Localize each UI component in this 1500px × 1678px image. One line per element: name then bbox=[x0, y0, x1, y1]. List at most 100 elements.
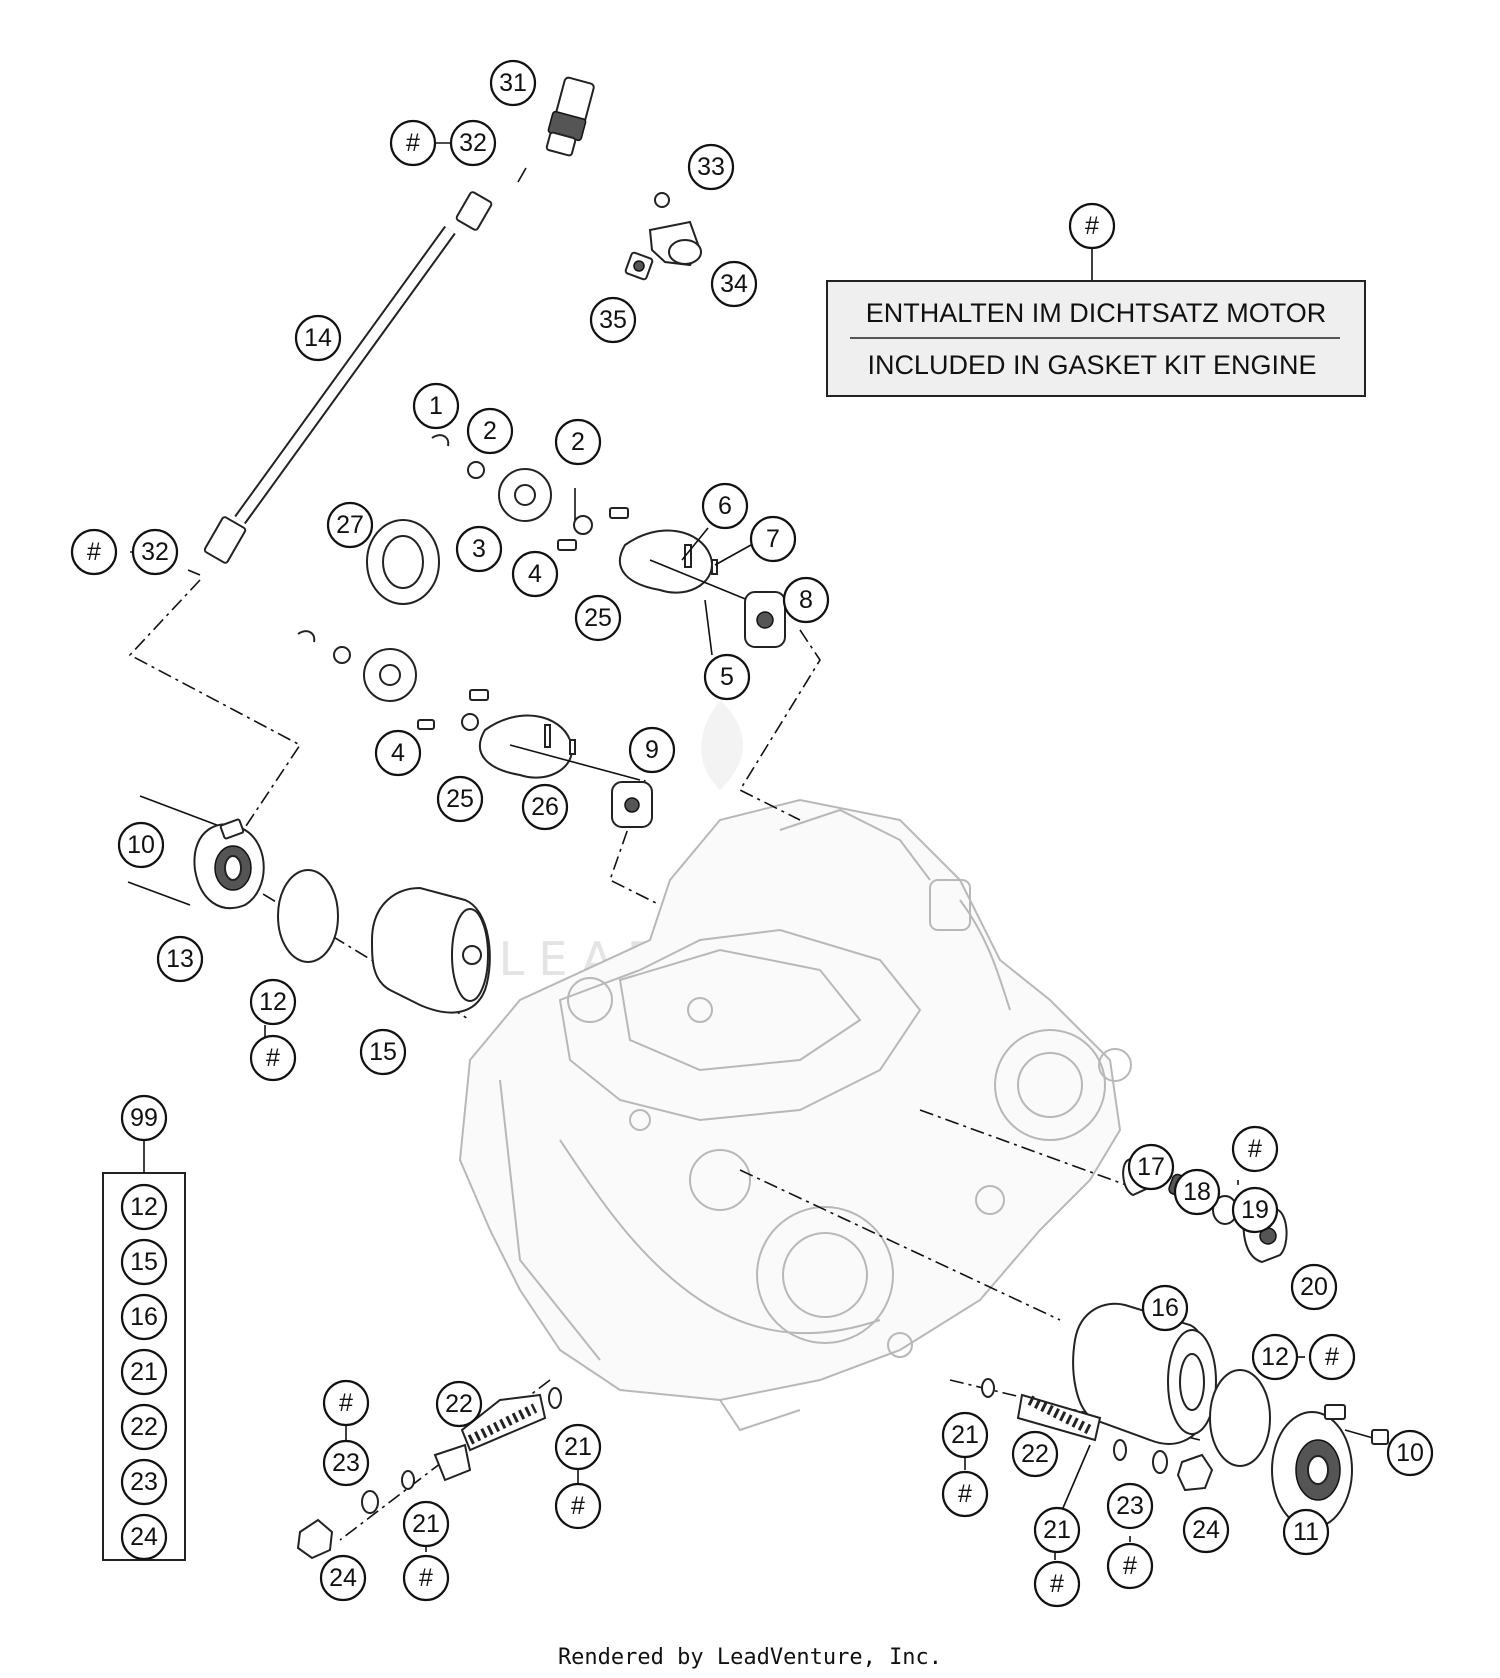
callout: 12 bbox=[249, 978, 297, 1026]
kit-item-label: 22 bbox=[130, 1413, 158, 1441]
callout-label: 3 bbox=[472, 535, 486, 563]
kit-header-callout: 99 bbox=[120, 1094, 168, 1142]
callout: 21 bbox=[554, 1423, 602, 1471]
callout-label: 1 bbox=[429, 392, 443, 420]
callout-label: # bbox=[406, 129, 420, 157]
callout-label: 25 bbox=[584, 604, 612, 632]
upper-pump-gear bbox=[498, 468, 552, 522]
screw-10-right bbox=[1344, 1429, 1389, 1445]
callout-label: 23 bbox=[1116, 1492, 1144, 1520]
kit-item-label: 15 bbox=[130, 1248, 158, 1276]
callout: # bbox=[389, 119, 437, 167]
callout-label: 8 bbox=[799, 586, 813, 614]
callout-label: 2 bbox=[571, 428, 585, 456]
callout: 20 bbox=[1290, 1263, 1338, 1311]
kit-item: 22 bbox=[120, 1403, 168, 1451]
callout-label: 7 bbox=[766, 525, 780, 553]
callout-label: 21 bbox=[412, 1510, 440, 1538]
callout: 13 bbox=[156, 935, 204, 983]
callout-label: 24 bbox=[1192, 1516, 1220, 1544]
callout: 21 bbox=[402, 1500, 450, 1548]
callout-label: 20 bbox=[1300, 1273, 1328, 1301]
callout: 25 bbox=[574, 594, 622, 642]
callout-label: 32 bbox=[141, 538, 169, 566]
kit-item-label: 16 bbox=[130, 1303, 158, 1331]
callout-label: 12 bbox=[259, 988, 287, 1016]
callout: 6 bbox=[701, 482, 749, 530]
upper-oil-pump-group bbox=[431, 434, 786, 648]
callout-label: 22 bbox=[445, 1390, 473, 1418]
callout: 2 bbox=[554, 418, 602, 466]
callout: 1 bbox=[412, 382, 460, 430]
callout: 27 bbox=[326, 501, 374, 549]
kit-list: 99 12 15 16 21 22 23 24 bbox=[102, 1094, 186, 1561]
callout: 34 bbox=[710, 260, 758, 308]
callout: # bbox=[1308, 1333, 1356, 1381]
callout: 23 bbox=[1106, 1482, 1154, 1530]
callout-label: 21 bbox=[564, 1433, 592, 1461]
callout: 31 bbox=[489, 59, 537, 107]
callout: # bbox=[249, 1034, 297, 1082]
callout-label: 17 bbox=[1137, 1153, 1165, 1181]
oil-filter-16 bbox=[1072, 1302, 1217, 1445]
callout: 7 bbox=[749, 515, 797, 563]
callout-label: 22 bbox=[1021, 1440, 1049, 1468]
callout: 23 bbox=[322, 1439, 370, 1487]
callout-label: 14 bbox=[304, 324, 332, 352]
callout-label: 27 bbox=[336, 511, 364, 539]
callout: # bbox=[941, 1470, 989, 1518]
note-line-german: ENTHALTEN IM DICHTSATZ MOTOR bbox=[866, 298, 1327, 328]
callout-label: 32 bbox=[459, 129, 487, 157]
callout-label: 21 bbox=[1043, 1516, 1071, 1544]
callout: # bbox=[554, 1482, 602, 1530]
oil-filter-cover-left bbox=[127, 795, 265, 910]
callout: 4 bbox=[511, 550, 559, 598]
kit-item-label: 21 bbox=[130, 1358, 158, 1386]
callout-label: # bbox=[1123, 1552, 1137, 1580]
callout-label: # bbox=[266, 1044, 280, 1072]
callout-label: 16 bbox=[1151, 1294, 1179, 1322]
callout: 21 bbox=[1033, 1506, 1081, 1554]
kit-item-label: 12 bbox=[130, 1193, 158, 1221]
callout-label: 4 bbox=[391, 739, 405, 767]
callout: 10 bbox=[1386, 1429, 1434, 1477]
callout-label: 12 bbox=[1261, 1343, 1289, 1371]
kit-item-label: 23 bbox=[130, 1468, 158, 1496]
callout: 35 bbox=[589, 296, 637, 344]
callout: 22 bbox=[1011, 1430, 1059, 1478]
callout: 15 bbox=[359, 1028, 407, 1076]
callout-label: 10 bbox=[1396, 1439, 1424, 1467]
callout: 2 bbox=[466, 407, 514, 455]
callout-label: 2 bbox=[483, 417, 497, 445]
callout: # bbox=[1231, 1125, 1279, 1173]
note-marker-callout: # bbox=[1068, 202, 1116, 250]
callout-label: 33 bbox=[697, 153, 725, 181]
callout: 32 bbox=[131, 528, 179, 576]
callout-label: 13 bbox=[166, 945, 194, 973]
callout: # bbox=[70, 528, 118, 576]
kit-item: 16 bbox=[120, 1293, 168, 1341]
callout: 21 bbox=[941, 1411, 989, 1459]
callout-label: 9 bbox=[645, 736, 659, 764]
note-line-english: INCLUDED IN GASKET KIT ENGINE bbox=[867, 350, 1316, 380]
callout: 11 bbox=[1282, 1508, 1330, 1556]
callout-label: # bbox=[1050, 1570, 1064, 1598]
callout: 9 bbox=[628, 726, 676, 774]
callout-label: # bbox=[87, 538, 101, 566]
callout: 12 bbox=[1251, 1333, 1299, 1381]
callout: 26 bbox=[521, 783, 569, 831]
gear-27 bbox=[366, 519, 440, 605]
kit-item: 12 bbox=[120, 1183, 168, 1231]
callout: # bbox=[322, 1379, 370, 1427]
callout: 19 bbox=[1231, 1186, 1279, 1234]
strainer-right bbox=[981, 1378, 1214, 1492]
kit-item: 15 bbox=[120, 1238, 168, 1286]
callout: 32 bbox=[449, 119, 497, 167]
callout: 10 bbox=[117, 821, 165, 869]
callout-label: # bbox=[1248, 1135, 1262, 1163]
callout-label: # bbox=[419, 1564, 433, 1592]
note-marker: # bbox=[1085, 212, 1099, 240]
callout-label: 25 bbox=[446, 785, 474, 813]
o-ring-12-right bbox=[1209, 1369, 1271, 1467]
